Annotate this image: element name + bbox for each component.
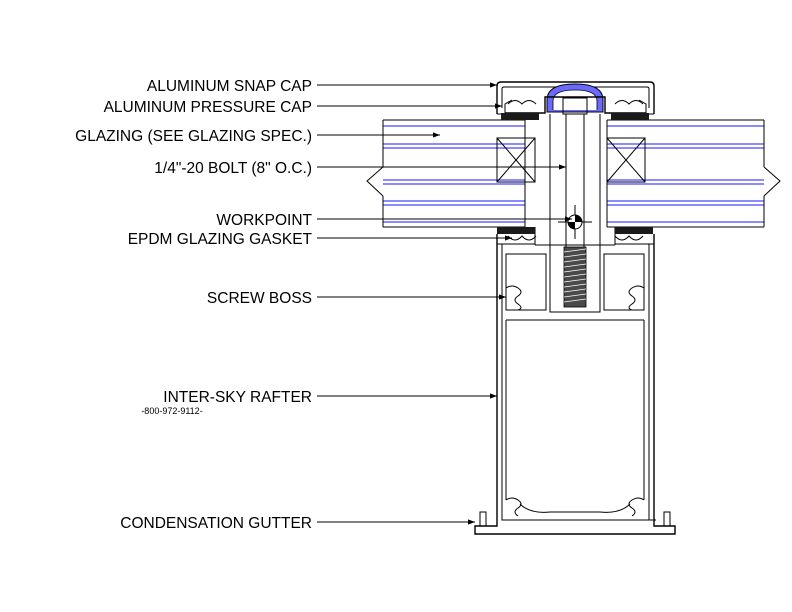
- label-workpoint: WORKPOINT: [216, 212, 312, 229]
- label-rafter: INTER-SKY RAFTER: [163, 389, 312, 406]
- glazing-right: [606, 119, 781, 228]
- label-phone: -800-972-9112-: [141, 406, 202, 416]
- pressure-cap: [501, 96, 649, 120]
- label-gutter: CONDENSATION GUTTER: [120, 515, 312, 532]
- leader-lines: [317, 82, 572, 525]
- workpoint-symbol: [558, 205, 592, 239]
- label-glazing: GLAZING (SEE GLAZING SPEC.): [75, 128, 312, 145]
- label-screw-boss: SCREW BOSS: [207, 290, 312, 307]
- bolt: [534, 97, 616, 308]
- label-gasket: EPDM GLAZING GASKET: [128, 231, 313, 248]
- label-bolt: 1/4"-20 BOLT (8" O.C.): [154, 160, 312, 177]
- label-pressure-cap: ALUMINUM PRESSURE CAP: [104, 99, 312, 116]
- bottom-gaskets: [497, 227, 653, 241]
- glazing-left: [366, 119, 526, 228]
- glazing-panels: [366, 119, 781, 228]
- spacer-blocks: [496, 137, 646, 183]
- label-snap-cap: ALUMINUM SNAP CAP: [147, 78, 312, 95]
- rafter-body: [474, 234, 676, 535]
